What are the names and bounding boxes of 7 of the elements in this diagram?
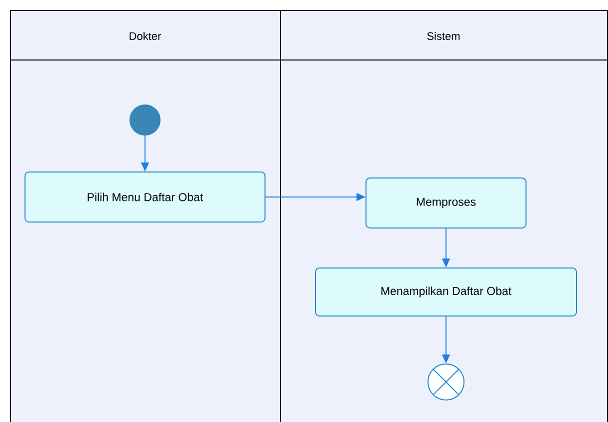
- initial-node: [130, 104, 160, 136]
- flow-final-node: [428, 363, 464, 400]
- node-label: Sistem: [427, 32, 460, 40]
- action-box: Menampilkan Daftar Obat: [315, 267, 577, 316]
- node-label: Dokter: [130, 32, 162, 40]
- action-box: Memproses: [366, 178, 526, 228]
- action-box: Pilih Menu Daftar Obat: [24, 172, 266, 222]
